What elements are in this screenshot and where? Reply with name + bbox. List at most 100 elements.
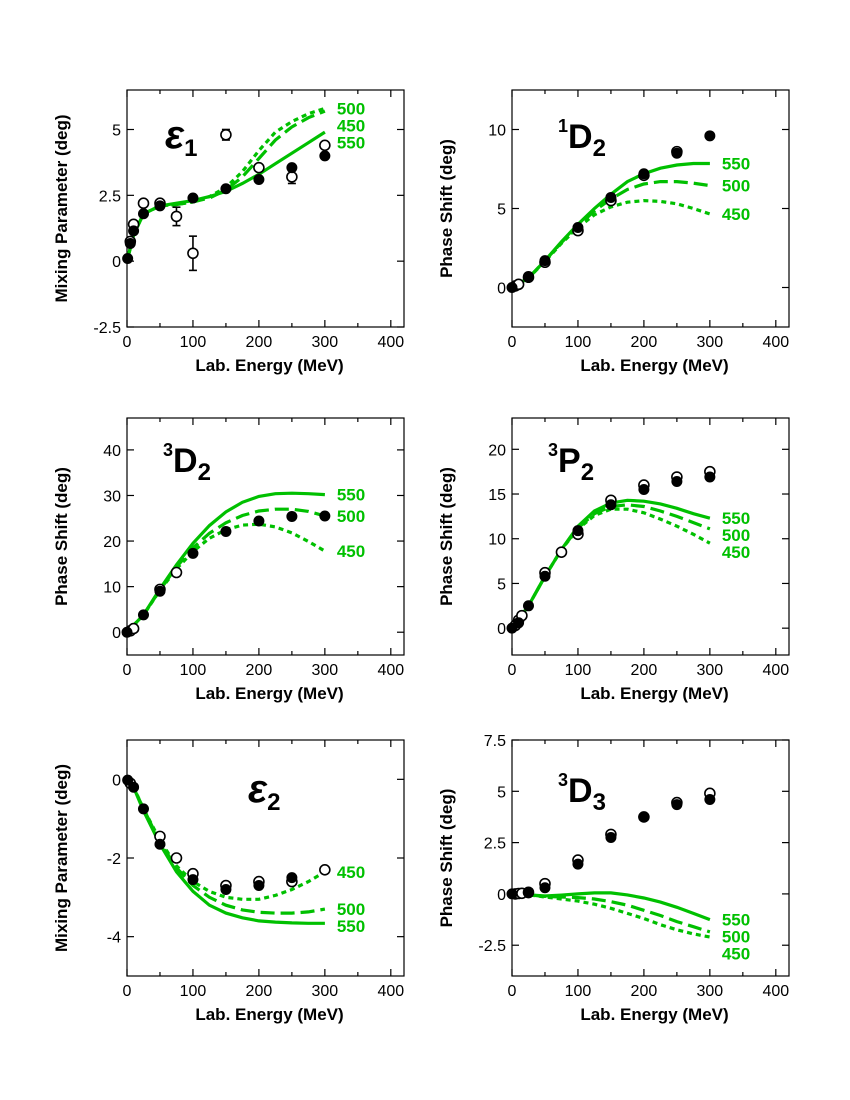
x-tick-label: 0 [508,662,517,679]
curve-label-450: 450 [722,543,750,562]
filled-point [572,525,584,537]
filled-point [121,626,133,638]
title-subscript: 2 [581,459,594,486]
filled-point [506,888,518,900]
title-subscript: 2 [198,459,211,486]
curve-label-550: 550 [722,154,750,173]
x-tick-label: 0 [123,983,132,1000]
curve-label-450: 450 [337,542,365,561]
curve-label-550: 550 [722,911,750,930]
x-tick-label: 200 [631,662,658,679]
open-point [170,852,183,864]
title-superscript: 3 [558,770,568,790]
x-tick-label: 100 [565,983,592,1000]
curve-label-450: 450 [337,116,365,135]
x-axis-label: Lab. Energy (MeV) [580,684,728,703]
x-tick-label: 400 [377,983,404,1000]
filled-point [122,253,134,265]
y-tick-label: 20 [103,534,121,551]
y-tick-label: 7.5 [484,733,506,750]
x-tick-label: 0 [123,662,132,679]
filled-point [253,515,265,527]
filled-point [253,880,265,892]
curve-label-500: 500 [722,526,750,545]
filled-point [671,475,683,487]
filled-point [220,525,232,537]
x-tick-label: 300 [697,662,724,679]
curve-450-dotted [512,892,711,939]
x-tick-label: 400 [377,334,404,351]
title-main: D [568,772,593,810]
filled-point [286,510,298,522]
filled-point [128,781,140,793]
curve-label-500: 500 [337,507,365,526]
filled-point [253,174,265,186]
open-point [555,546,568,558]
y-tick-label: 10 [488,123,506,140]
y-tick-label: 0 [497,621,506,638]
curve-550-solid [127,778,325,925]
filled-point [638,168,650,180]
filled-point [539,255,551,267]
filled-point [319,150,331,162]
filled-point [187,547,199,559]
y-tick-label: 5 [497,784,506,801]
x-tick-label: 100 [180,334,207,351]
x-tick-label: 100 [565,334,592,351]
filled-point [704,471,716,483]
curve-label-500: 500 [722,928,750,947]
curve-label-450: 450 [722,205,750,224]
x-tick-label: 200 [246,662,273,679]
x-tick-label: 400 [762,662,789,679]
y-axis-label: Mixing Parameter (deg) [52,115,71,303]
curve-500-dashed [512,503,711,630]
x-tick-label: 100 [565,662,592,679]
filled-point [154,585,166,597]
panel-title: 3D3 [558,770,606,816]
filled-point [513,617,525,629]
y-tick-label: 0 [112,625,121,642]
x-tick-label: 100 [180,662,207,679]
panel-title: ε2 [248,767,281,816]
filled-point [638,484,650,496]
y-tick-label: 0 [497,281,506,298]
filled-point [572,221,584,233]
curve-550-solid [512,498,711,630]
open-point [170,566,183,579]
filled-point [671,147,683,159]
x-tick-label: 300 [312,662,339,679]
curve-500-dashed [512,892,711,934]
curve-label-500: 500 [722,177,750,196]
open-point [220,128,232,141]
y-tick-label: -2.5 [93,320,121,337]
title-superscript: 1 [558,116,568,136]
filled-point [605,191,617,203]
x-tick-label: 100 [180,983,207,1000]
y-tick-label: 2.5 [99,188,121,205]
plot-frame [511,417,790,656]
y-axis-label: Phase Shift (deg) [437,789,456,928]
filled-point [137,803,149,815]
x-tick-label: 0 [123,334,132,351]
curve-label-450: 450 [337,863,365,882]
title-subscript: 1 [184,135,197,162]
x-axis-label: Lab. Energy (MeV) [580,356,728,375]
title-superscript: 3 [548,440,558,460]
open-point [286,171,298,183]
x-axis-label: Lab. Energy (MeV) [580,1005,728,1024]
y-axis-label: Phase Shift (deg) [437,139,456,278]
x-tick-label: 400 [377,662,404,679]
filled-point [539,882,551,894]
curve-label-550: 550 [722,509,750,528]
panel-title: 3D2 [163,440,211,486]
title-main: ε [248,767,268,811]
y-tick-label: -4 [107,930,121,947]
filled-point [539,570,551,582]
filled-point [704,794,716,806]
